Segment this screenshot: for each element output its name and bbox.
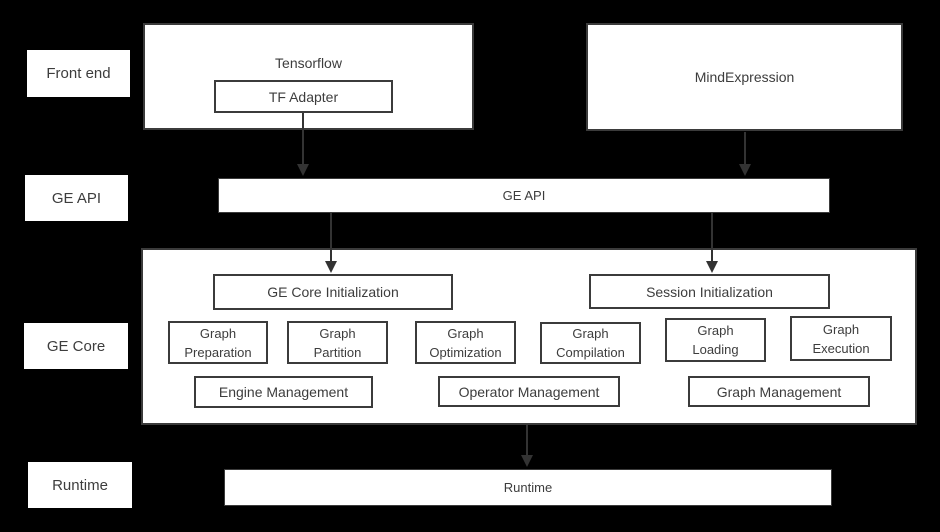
arrow-ge-core-to-runtime [521, 425, 533, 467]
stage-line: Graph [697, 323, 734, 338]
tf-adapter-box: TF Adapter [214, 80, 393, 113]
operator-management-box: Operator Management [438, 376, 620, 407]
mind-expression-box: MindExpression [586, 23, 903, 131]
row-label-ge-core: GE Core [24, 323, 128, 369]
ge-api-bar: GE API [218, 178, 830, 213]
arrow-tf-adapter-to-ge-api [297, 113, 309, 176]
stage-line: Preparation [184, 344, 252, 360]
row-label-runtime: Runtime [28, 462, 132, 508]
row-label-ge-api: GE API [25, 175, 128, 221]
runtime-bar: Runtime [224, 469, 832, 506]
ge-core-initialization-box: GE Core Initialization [213, 274, 453, 310]
graph-compilation-box: Graph Compilation [540, 322, 641, 364]
arrow-line [526, 425, 528, 455]
engine-management-box: Engine Management [194, 376, 373, 408]
graph-optimization-box: Graph Optimization [415, 321, 516, 364]
arrow-line [330, 213, 332, 261]
arrow-ge-api-to-ge-core-init [325, 213, 337, 273]
stage-line: Graph [822, 321, 860, 337]
graph-preparation-box: Graph Preparation [168, 321, 268, 364]
graph-loading-box: Graph Loading [665, 318, 766, 362]
row-label-front-end: Front end [27, 50, 130, 97]
mind-expression-label: MindExpression [694, 69, 795, 85]
arrow-head-icon [521, 455, 533, 467]
arrow-head-icon [739, 164, 751, 176]
arrow-head-icon [706, 261, 718, 273]
arrow-line [302, 113, 304, 164]
tensorflow-label: Tensorflow [275, 55, 342, 71]
arrow-head-icon [325, 261, 337, 273]
graph-execution-box: Graph Execution [790, 316, 892, 361]
stage-line: Execution [812, 340, 870, 356]
stage-line: Partition [313, 344, 362, 360]
stage-line: Graph [319, 325, 356, 341]
stage-line: Graph [447, 325, 484, 341]
stage-line: Loading [692, 342, 739, 357]
stage-line: Graph [199, 325, 237, 341]
arrow-ge-api-to-session-init [706, 213, 718, 273]
arrow-head-icon [297, 164, 309, 176]
arrow-line [744, 132, 746, 164]
graph-partition-box: Graph Partition [287, 321, 388, 364]
arrow-line [711, 213, 713, 261]
session-initialization-box: Session Initialization [589, 274, 830, 309]
stage-line: Graph [572, 326, 609, 341]
tensorflow-box: Tensorflow TF Adapter [143, 23, 474, 130]
stage-line: Optimization [429, 344, 502, 360]
ge-core-box: GE Core Initialization Session Initializ… [141, 248, 917, 425]
arrow-mind-expression-to-ge-api [739, 132, 751, 176]
graph-management-box: Graph Management [688, 376, 870, 407]
stage-line: Compilation [556, 345, 625, 360]
